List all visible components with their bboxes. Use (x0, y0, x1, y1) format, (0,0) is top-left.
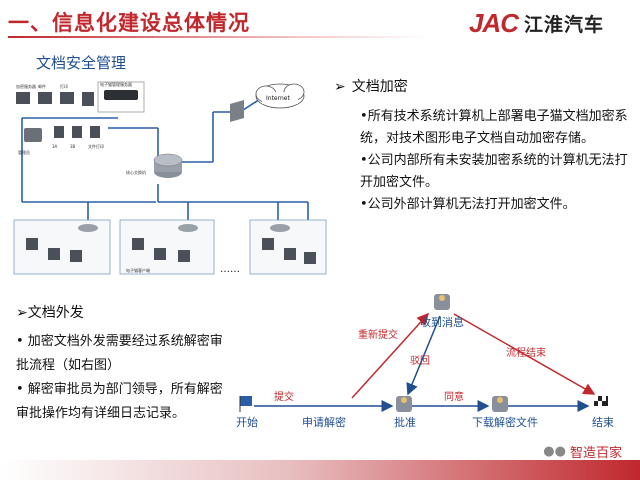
row-label: 文件打印 (88, 143, 104, 149)
distribution-block: ➢文档外发 • 加密文档外发需要经过系统解密审批流程（如右图） • 解密审批员为… (16, 302, 231, 426)
ellipsis: …… (220, 264, 240, 275)
top-device-row: 加密服务器 邮件 打印 电子猫管理服务器 (16, 81, 145, 113)
firewall-icon (230, 100, 244, 122)
top-device-label: 邮件 (38, 83, 46, 89)
flag-icon (240, 396, 252, 406)
edge-finish-label: 流程结束 (506, 346, 546, 359)
edge-resubmit-label: 重新提交 (358, 328, 398, 341)
admin-label: 管理员 (18, 149, 30, 155)
jac-logo: JAC 江淮汽车 (469, 8, 604, 39)
encryption-heading-text: 文档加密 (351, 79, 408, 95)
computer-icon (54, 126, 64, 138)
computer-row: 3A 3B 文件打印 管理员 (18, 126, 104, 155)
internet-group: Internet (230, 83, 305, 122)
network-diagram: 加密服务器 邮件 打印 电子猫管理服务器 3A 3B 文件打印 管理员 核心交换… (13, 81, 327, 275)
page-title: 一、信息化建设总体情况 (8, 11, 250, 35)
edge-resubmit (351, 312, 430, 399)
computer-icon (38, 92, 52, 104)
watermark-text: 智造百家 (569, 446, 622, 461)
encryption-block: ➢ 文档加密 •所有技术系统计算机上部署电子猫文档加密系统，对技术图形电子文档自动… (334, 76, 634, 216)
row-label: 3B (70, 144, 76, 149)
node-end: 结束 (592, 396, 614, 429)
edge-submit-label: 提交 (274, 390, 294, 403)
computer-icon (178, 250, 190, 262)
user-task-icon (434, 294, 450, 310)
distribution-heading: ➢文档外发 (16, 305, 84, 321)
computer-icon (48, 248, 60, 260)
distribution-item: • 解密审批员为部门领导，所有解密审批操作均有详细日志记录。 (16, 382, 223, 421)
computer-icon (132, 238, 144, 250)
encryption-item: •所有技术系统计算机上部署电子猫文档加密系统，对技术图形电子文档自动加密存储。 (360, 109, 628, 146)
switch-icon (178, 224, 198, 232)
approval-workflow: 开始 申请解密 批准 下载解密文件 结束 收到消息 提交 同意 重新提交 驳回 … (236, 294, 614, 429)
node-start: 开始 (236, 396, 258, 429)
logo-brand: JAC (468, 8, 519, 38)
top-device-label: 打印 (60, 83, 68, 89)
computer-icon (60, 92, 74, 104)
wechat-icon: ●● (543, 444, 566, 459)
edge-finish (453, 313, 596, 395)
switch-icon (270, 224, 290, 232)
node-start-label: 开始 (236, 415, 258, 429)
row-label: 3A (52, 144, 58, 149)
computer-icon (90, 126, 100, 138)
network-links (21, 93, 309, 222)
branch-label: 电子猫客户端 (126, 267, 150, 273)
printer-icon (82, 92, 94, 106)
node-approve-label: 批准 (394, 415, 416, 429)
footer-bar (0, 460, 640, 480)
internet-label: Internet (266, 95, 290, 102)
top-device-label: 加密服务器 (16, 83, 36, 89)
node-apply: 申请解密 (302, 415, 346, 429)
edge-reject-label: 驳回 (410, 355, 430, 367)
branch-panels: 电子猫客户端 …… (13, 219, 327, 275)
computer-icon (26, 238, 38, 250)
computer-icon (16, 92, 30, 104)
title-underline (8, 36, 428, 38)
core-switch: 核心交换机 (126, 153, 183, 178)
logo-name: 江淮汽车 (523, 14, 604, 36)
switch-icon (78, 224, 98, 232)
node-end-label: 结束 (592, 416, 614, 429)
admin-computer-icon (24, 128, 42, 142)
encryption-item: •公司内部所有未安装加密系统的计算机无法打开加密文件。 (360, 153, 628, 190)
computer-icon (72, 126, 82, 138)
distribution-item: • 加密文档外发需要经过系统解密审批流程（如右图） (16, 334, 223, 373)
node-approve: 批准 (394, 396, 416, 429)
edge-agree-label: 同意 (444, 390, 464, 403)
computer-icon (262, 238, 274, 250)
network-section-title: 文档安全管理 (36, 54, 127, 72)
encryption-heading: ➢ 文档加密 (334, 76, 634, 96)
arrow-bullet-icon: ➢ (334, 79, 346, 95)
node-receive: 收到消息 (420, 294, 464, 329)
computer-icon (304, 252, 316, 264)
branch-panel (119, 219, 215, 275)
node-download: 下载解密文件 (472, 396, 538, 429)
edge-reject (406, 315, 441, 396)
core-switch-label: 核心交换机 (126, 169, 146, 175)
user-task-icon (396, 396, 412, 412)
user-task-icon (492, 396, 508, 412)
computer-icon (284, 248, 296, 260)
header: 一、信息化建设总体情况 JAC 江淮汽车 (0, 0, 640, 44)
computer-icon (154, 248, 166, 260)
server-box (97, 81, 145, 113)
computer-icon (70, 250, 82, 262)
encryption-item: •公司外部计算机无法打开加密文件。 (360, 197, 576, 212)
node-receive-label: 收到消息 (420, 315, 464, 329)
node-apply-label: 申请解密 (302, 415, 346, 429)
watermark: ●● 智造百家 (543, 442, 622, 461)
server-icon (104, 90, 138, 100)
node-download-label: 下载解密文件 (472, 415, 538, 429)
server-label: 电子猫管理服务器 (100, 81, 132, 87)
